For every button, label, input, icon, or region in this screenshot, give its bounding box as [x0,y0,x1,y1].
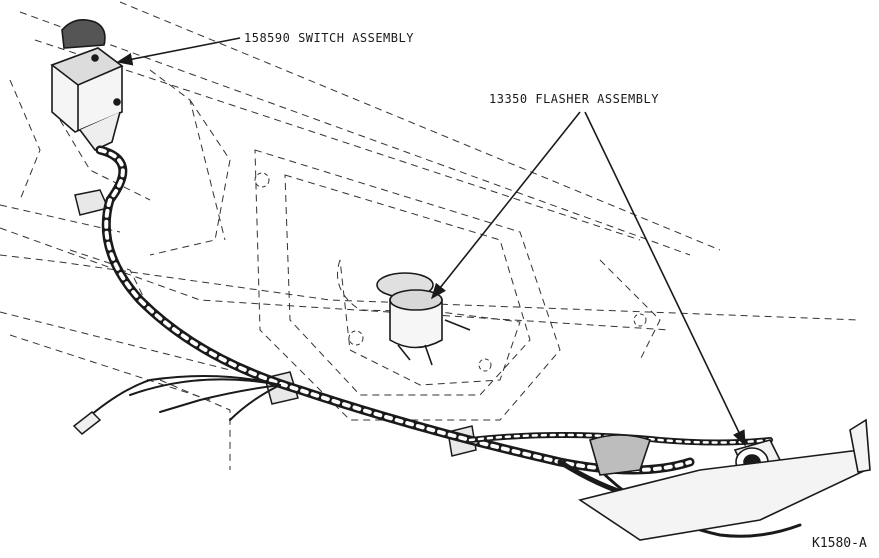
flasher-assembly-label: 13350 FLASHER ASSEMBLY [489,92,659,106]
flasher-assembly [376,272,471,366]
flasher-leader-arrow-right [584,111,746,447]
leader-arrows [116,37,746,447]
figure-id-label: K1580-A [812,536,867,551]
column-bracket [578,418,871,541]
flasher-leader-arrow-left [431,111,581,300]
mounting-holes [254,172,647,372]
phantom-body-outline [0,1,861,470]
wire-terminal [72,411,102,435]
switch-assembly [50,19,124,152]
switch-leader-arrow [116,37,241,66]
switch-assembly-label: 158590 SWITCH ASSEMBLY [244,31,414,45]
